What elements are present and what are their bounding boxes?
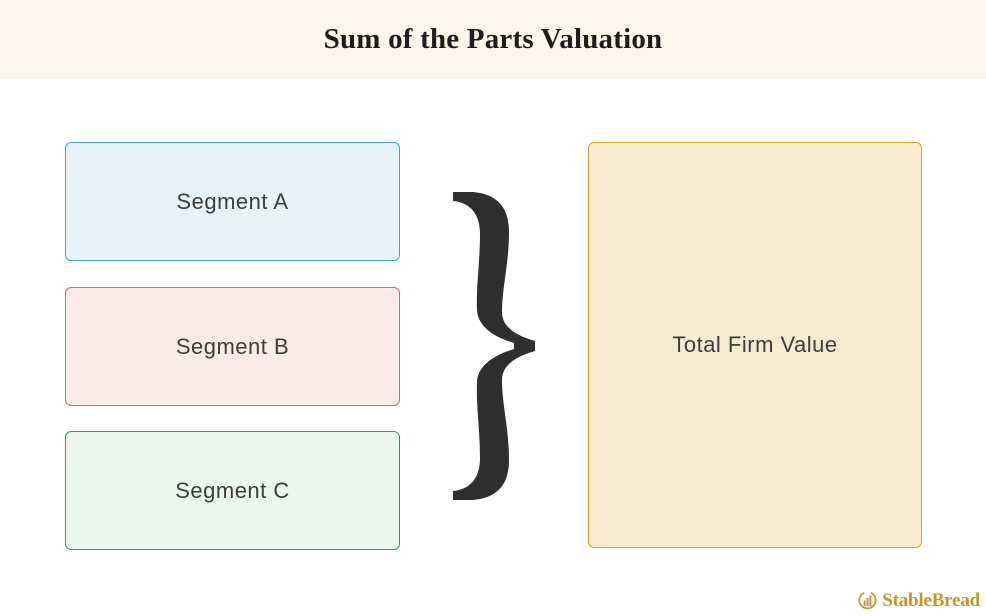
segment-b-label: Segment B bbox=[175, 333, 290, 359]
brand-name: StableBread bbox=[882, 590, 980, 611]
segment-a-box: Segment A bbox=[65, 142, 400, 261]
segment-c-box: Segment C bbox=[65, 431, 400, 550]
title-banner: Sum of the Parts Valuation bbox=[0, 0, 986, 79]
total-firm-value-label: Total Firm Value bbox=[672, 332, 838, 357]
curly-brace-icon bbox=[453, 192, 535, 500]
page-title: Sum of the Parts Valuation bbox=[323, 23, 663, 55]
stablebread-logo: StableBread bbox=[857, 588, 980, 614]
segment-b-box: Segment B bbox=[65, 287, 400, 406]
segment-a-label: Segment A bbox=[176, 188, 289, 214]
curly-brace-path bbox=[453, 192, 535, 500]
segment-c-label: Segment C bbox=[175, 477, 290, 503]
wheat-chart-icon bbox=[858, 592, 877, 610]
total-firm-value-box: Total Firm Value bbox=[588, 142, 922, 548]
